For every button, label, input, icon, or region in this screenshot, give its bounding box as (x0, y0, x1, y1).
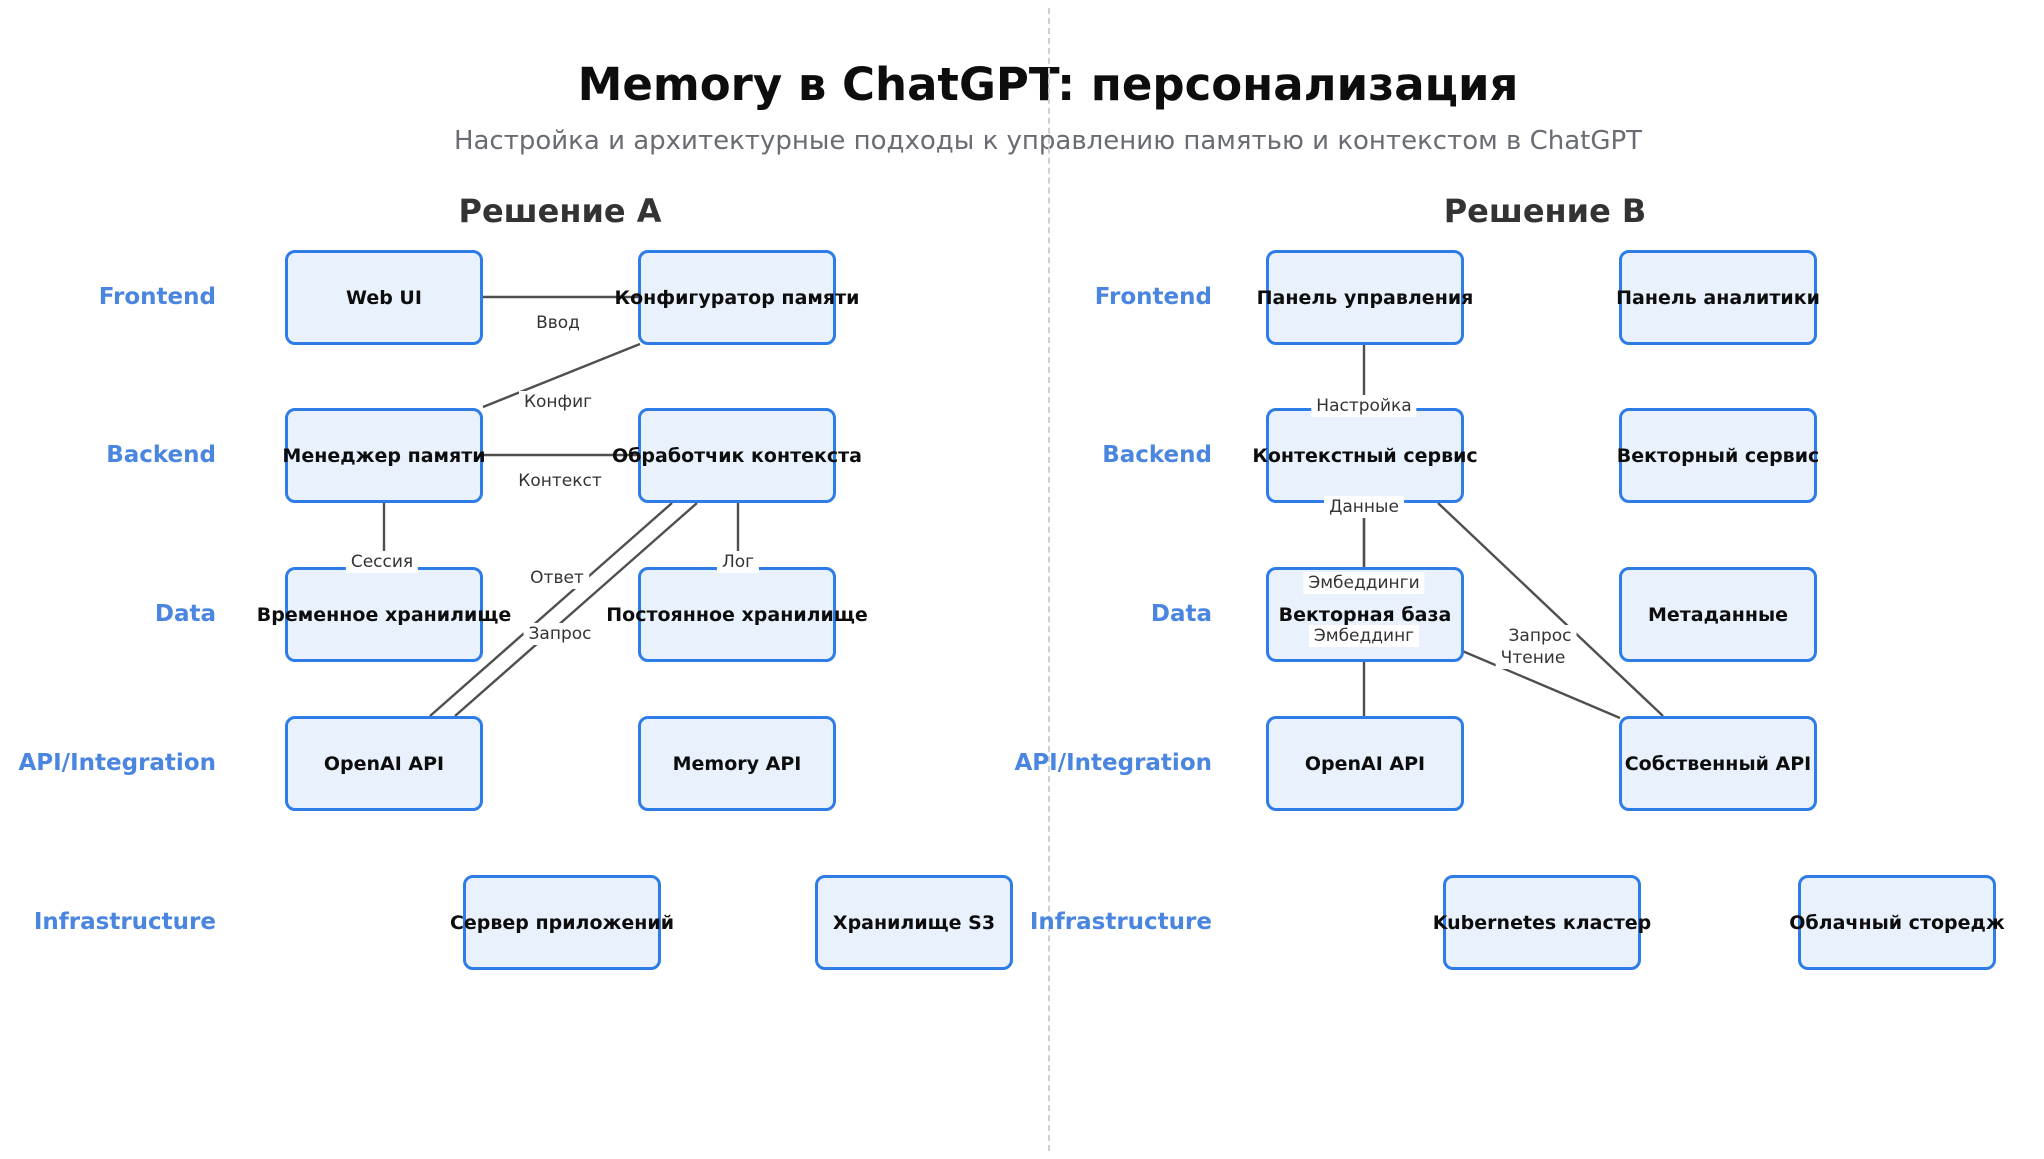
row-label-a-data: Data (154, 601, 216, 627)
node-vector-service: Векторный сервис (1617, 408, 1819, 503)
solution-b-title: Решение B (1443, 192, 1647, 230)
row-label-a-infrastructure: Infrastructure (33, 909, 216, 935)
node-perm-storage: Постоянное хранилище (606, 567, 868, 662)
row-label-b-frontend: Frontend (1094, 284, 1212, 310)
node-control-panel: Панель управления (1257, 250, 1473, 345)
node-config-memory: Конфигуратор памяти (615, 250, 859, 345)
node-openai-api-b: OpenAI API (1266, 716, 1464, 811)
edge-openai-api-a-context-processor (429, 502, 673, 717)
node-cloud-storage: Облачный сторедж (1789, 875, 2005, 970)
edge-label-memory-manager-temp-storage-сессия: Сессия (345, 551, 419, 573)
row-label-a-backend: Backend (106, 442, 216, 468)
edge-label-context-service-vector-db-эмбеддинги: Эмбеддинги (1303, 572, 1425, 594)
edge-vector-db-custom-api (1459, 648, 1621, 720)
node-memory-manager: Менеджер памяти (282, 408, 486, 503)
node-temp-storage: Временное хранилище (257, 567, 511, 662)
edge-label-context-service-vector-db-данные: Данные (1324, 496, 1404, 518)
row-label-b-data: Data (1150, 601, 1212, 627)
edge-label-context-processor-openai-api-a-ответ: Ответ (525, 567, 589, 589)
edge-label-vector-db-openai-api-b-эмбеддинг: Эмбеддинг (1308, 625, 1420, 647)
edge-context-service-custom-api (1437, 502, 1664, 717)
edge-label-web-ui-config-memory-ввод: Ввод (531, 312, 585, 334)
edge-label-vector-db-custom-api-чтение: Чтение (1495, 647, 1571, 669)
node-app-server: Сервер приложений (450, 875, 674, 970)
row-label-a-frontend: Frontend (98, 284, 216, 310)
edge-label-config-memory-memory-manager-конфиг: Конфиг (518, 391, 598, 413)
page-title: Memory в ChatGPT: персонализация (577, 58, 1519, 111)
row-label-b-backend: Backend (1102, 442, 1212, 468)
node-context-service: Контекстный сервис (1252, 408, 1478, 503)
row-label-b-infrastructure: Infrastructure (1029, 909, 1212, 935)
node-custom-api: Собственный API (1619, 716, 1817, 811)
row-label-a-api-integration: API/Integration (18, 750, 216, 776)
edge-context-processor-openai-api-a (454, 502, 698, 717)
edge-label-control-panel-context-service-настройка: Настройка (1311, 395, 1417, 417)
edge-config-memory-memory-manager (482, 342, 641, 409)
node-s3-storage: Хранилище S3 (815, 875, 1013, 970)
column-divider-line (1048, 8, 1050, 1151)
node-k8s-cluster: Kubernetes кластер (1433, 875, 1651, 970)
solution-a-title: Решение A (458, 192, 662, 230)
node-metadata: Метаданные (1619, 567, 1817, 662)
edge-label-memory-manager-context-processor-контекст: Контекст (513, 470, 607, 492)
edge-label-context-processor-perm-storage-лог: Лог (716, 551, 760, 573)
node-analytics-panel: Панель аналитики (1616, 250, 1820, 345)
node-context-processor: Обработчик контекста (612, 408, 862, 503)
row-label-b-api-integration: API/Integration (1014, 750, 1212, 776)
node-openai-api-a: OpenAI API (285, 716, 483, 811)
node-web-ui: Web UI (285, 250, 483, 345)
node-memory-api: Memory API (638, 716, 836, 811)
edge-label-openai-api-a-context-processor-запрос: Запрос (523, 623, 597, 645)
edge-label-context-service-custom-api-запрос: Запрос (1503, 625, 1577, 647)
